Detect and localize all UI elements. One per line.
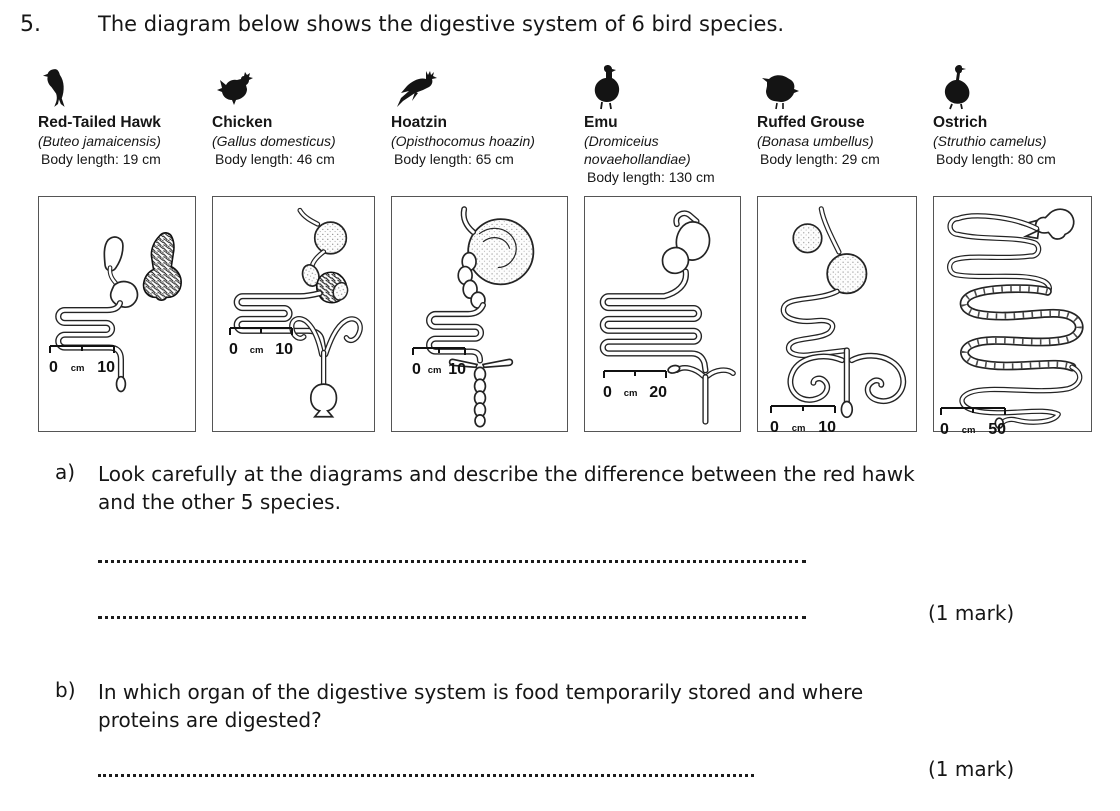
hawk-silhouette-icon: [42, 69, 65, 107]
scale-zero: 0: [49, 359, 58, 376]
bird-body-length: Body length: 46 cm: [215, 151, 335, 167]
question-number: 5.: [20, 12, 41, 37]
bird-name: Red-Tailed Hawk: [38, 114, 161, 131]
bird-scientific-name: (Dromiceius novaehollandiae): [584, 133, 691, 167]
colon-sacculation-texture: [961, 285, 1082, 370]
scale-max: 10: [97, 359, 115, 376]
question-a-text: Look carefully at the diagrams and descr…: [98, 462, 915, 514]
scale-max: 50: [988, 421, 1006, 438]
scale-zero: 0: [770, 419, 779, 436]
emu-silhouette-icon: [594, 65, 620, 110]
scale-zero: 0: [940, 421, 949, 438]
scale-bracket: [49, 345, 115, 353]
scale-bracket: [940, 407, 1006, 415]
ostrich-silhouette-icon: [944, 65, 970, 110]
scale-unit: cm: [623, 388, 638, 399]
bird-card-emu: Emu (Dromiceius novaehollandiae) Body le…: [584, 62, 741, 432]
scale-bar: 0 cm 50: [940, 403, 1006, 438]
digestive-diagram-hoatzin: 0 cm 10: [391, 196, 568, 432]
page-title: The diagram below shows the digestive sy…: [98, 12, 785, 36]
bird-name: Emu: [584, 114, 618, 131]
scale-unit: cm: [961, 425, 976, 436]
bird-name: Chicken: [212, 114, 273, 131]
scale-bar: 0 cm 10: [770, 401, 836, 436]
scale-zero: 0: [229, 341, 238, 358]
hoatzin-digestive-drawing: [426, 206, 535, 428]
digestive-diagram-red-tailed-hawk: 0 cm 10: [38, 196, 196, 432]
scale-unit: cm: [249, 345, 264, 356]
scale-bracket: [412, 347, 466, 355]
grouse-silhouette-icon: [762, 75, 799, 110]
scale-bracket: [770, 405, 836, 413]
bird-scientific-name: (Bonasa umbellus): [757, 133, 874, 149]
question-b-label: b): [55, 678, 76, 702]
bird-scientific-name: (Struthio camelus): [933, 133, 1047, 149]
scale-bracket: [603, 370, 667, 378]
scale-bar: 0 cm 10: [49, 341, 115, 376]
bird-name: Hoatzin: [391, 114, 447, 131]
chicken-silhouette-icon: [217, 72, 253, 105]
bird-card-ostrich: Ostrich (Struthio camelus) Body length: …: [933, 62, 1092, 438]
digestive-diagram-ruffed-grouse: 0 cm 10: [757, 196, 917, 436]
bird-name: Ostrich: [933, 114, 988, 131]
scale-max: 10: [818, 419, 836, 436]
bird-scientific-name: (Buteo jamaicensis): [38, 133, 161, 149]
answer-line: [98, 548, 806, 563]
digestive-diagram-emu: 0 cm 20: [584, 196, 741, 432]
scale-zero: 0: [412, 361, 421, 378]
scale-max: 10: [448, 361, 466, 378]
ostrich-digestive-drawing: [947, 208, 1084, 429]
bird-body-length: Body length: 19 cm: [41, 151, 161, 167]
scale-bar: 0 cm 10: [229, 323, 293, 358]
emu-digestive-drawing: [599, 210, 736, 425]
bird-scientific-name: (Opisthocomus hoazin): [391, 133, 535, 149]
scale-max: 20: [649, 384, 667, 401]
scale-bracket: [229, 327, 293, 335]
scale-bar: 0 cm 20: [603, 366, 667, 401]
bird-body-length: Body length: 80 cm: [936, 151, 1056, 167]
scale-unit: cm: [791, 423, 806, 434]
scale-bar: 0 cm 10: [412, 343, 466, 378]
bird-body-length: Body length: 130 cm: [587, 169, 715, 185]
bird-body-length: Body length: 29 cm: [760, 151, 880, 167]
question-a-marks: (1 mark): [928, 601, 1015, 625]
answer-line: [98, 604, 806, 619]
bird-name: Ruffed Grouse: [757, 114, 865, 131]
grouse-digestive-drawing: [780, 206, 907, 419]
bird-scientific-name: (Gallus domesticus): [212, 133, 336, 149]
answer-line: [98, 762, 754, 777]
bird-body-length: Body length: 65 cm: [394, 151, 514, 167]
scale-zero: 0: [603, 384, 612, 401]
chicken-digestive-drawing: [233, 207, 363, 418]
scale-max: 10: [275, 341, 293, 358]
digestive-diagram-chicken: 0 cm 10: [212, 196, 375, 432]
bird-card-red-tailed-hawk: Red-Tailed Hawk (Buteo jamaicensis) Body…: [38, 62, 196, 432]
scale-unit: cm: [427, 365, 442, 376]
bird-card-ruffed-grouse: Ruffed Grouse (Bonasa umbellus) Body len…: [757, 62, 917, 436]
hoatzin-silhouette-icon: [397, 71, 437, 107]
bird-card-hoatzin: Hoatzin (Opisthocomus hoazin) Body lengt…: [391, 62, 568, 432]
question-b-text: In which organ of the digestive system i…: [98, 680, 864, 732]
hawk-digestive-drawing: [55, 232, 182, 393]
digestive-diagram-ostrich: 0 cm 50: [933, 196, 1092, 438]
hawk-stomach-organ: [142, 232, 182, 301]
question-b-marks: (1 mark): [928, 757, 1015, 781]
bird-diagram-row: Red-Tailed Hawk (Buteo jamaicensis) Body…: [38, 62, 1092, 438]
scale-unit: cm: [70, 363, 85, 374]
bird-card-chicken: Chicken (Gallus domesticus) Body length:…: [212, 62, 375, 432]
question-a-label: a): [55, 460, 76, 484]
